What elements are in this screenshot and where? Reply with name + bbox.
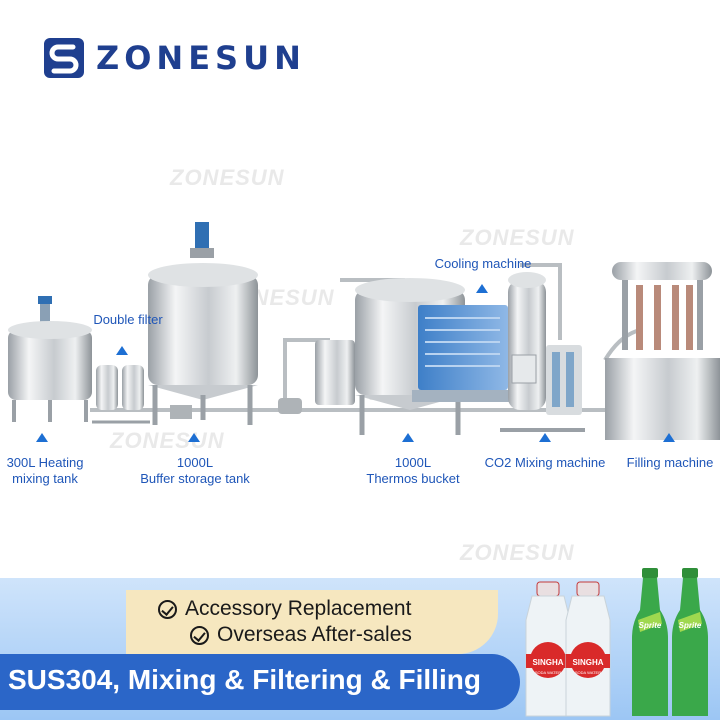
- arrow-heating-tank: [36, 433, 48, 442]
- label-heating-tank-line1: 300L Heating: [6, 455, 84, 470]
- green-bottle: Sprite: [672, 568, 708, 716]
- feature-after-sales-text: Overseas After-sales: [217, 623, 412, 646]
- label-heating-tank-line2: mixing tank: [12, 471, 78, 486]
- watermark: ZONESUN: [460, 225, 575, 250]
- label-thermos-line1: 1000L: [394, 455, 432, 470]
- soda-brand-text: SINGHA: [532, 658, 563, 667]
- feature-accessory-text: Accessory Replacement: [185, 597, 412, 620]
- label-buffer-tank-line1: 1000L: [176, 455, 214, 470]
- green-brand-text: Sprite: [679, 621, 702, 630]
- double-filter-unit: [92, 365, 150, 424]
- production-line-illustration: [8, 222, 720, 440]
- feature-box: [126, 590, 498, 654]
- soda-bottle: SINGHA SODA WATER: [565, 581, 611, 717]
- check-circle-icon: [190, 625, 209, 645]
- transfer-pump: [278, 340, 355, 414]
- label-filling-machine: Filling machine: [626, 455, 714, 470]
- filling-machine-unit: [605, 262, 720, 440]
- label-double-filter: Double filter: [93, 312, 163, 327]
- cooling-machine-unit: [412, 305, 512, 402]
- soda-brand-text: SINGHA: [572, 658, 603, 667]
- co2-mixing-machine-unit: [500, 272, 585, 432]
- arrow-filling-machine: [663, 433, 675, 442]
- label-buffer-tank-line2: Buffer storage tank: [140, 471, 250, 486]
- brand-name: ZONESUN: [96, 39, 306, 77]
- soda-bottle: SINGHA SODA WATER: [525, 581, 571, 717]
- watermark: ZONESUN: [460, 540, 575, 565]
- watermark: ZONESUN: [170, 165, 285, 190]
- arrow-cooling-machine: [476, 284, 488, 293]
- zonesun-logo-icon: [44, 38, 84, 78]
- banner-title: SUS304, Mixing & Filtering & Filling: [8, 664, 481, 695]
- green-bottle: Sprite: [632, 568, 668, 716]
- green-brand-text: Sprite: [639, 621, 662, 630]
- check-circle-icon: [158, 599, 177, 619]
- soda-sub-text: SODA WATER: [575, 670, 601, 675]
- label-co2-mixing: CO2 Mixing machine: [484, 455, 606, 470]
- bottles-illustration: SINGHA SODA WATER SINGHA SODA WATER Spri…: [525, 568, 708, 717]
- label-thermos-line2: Thermos bucket: [366, 471, 460, 486]
- brand-logo: ZONESUN: [44, 38, 306, 78]
- arrow-co2-mixing: [539, 433, 551, 442]
- watermark: ZONESUN: [110, 428, 225, 453]
- arrow-buffer-tank: [188, 433, 200, 442]
- buffer-storage-tank: [148, 222, 258, 425]
- feature-accessory: Accessory Replacement: [158, 597, 411, 621]
- arrow-double-filter: [116, 346, 128, 355]
- feature-after-sales: Overseas After-sales: [190, 623, 412, 647]
- arrow-thermos-bucket: [402, 433, 414, 442]
- label-cooling-machine: Cooling machine: [434, 256, 532, 271]
- heating-mixing-tank: [8, 296, 92, 422]
- soda-sub-text: SODA WATER: [535, 670, 561, 675]
- title-bar: [0, 654, 520, 710]
